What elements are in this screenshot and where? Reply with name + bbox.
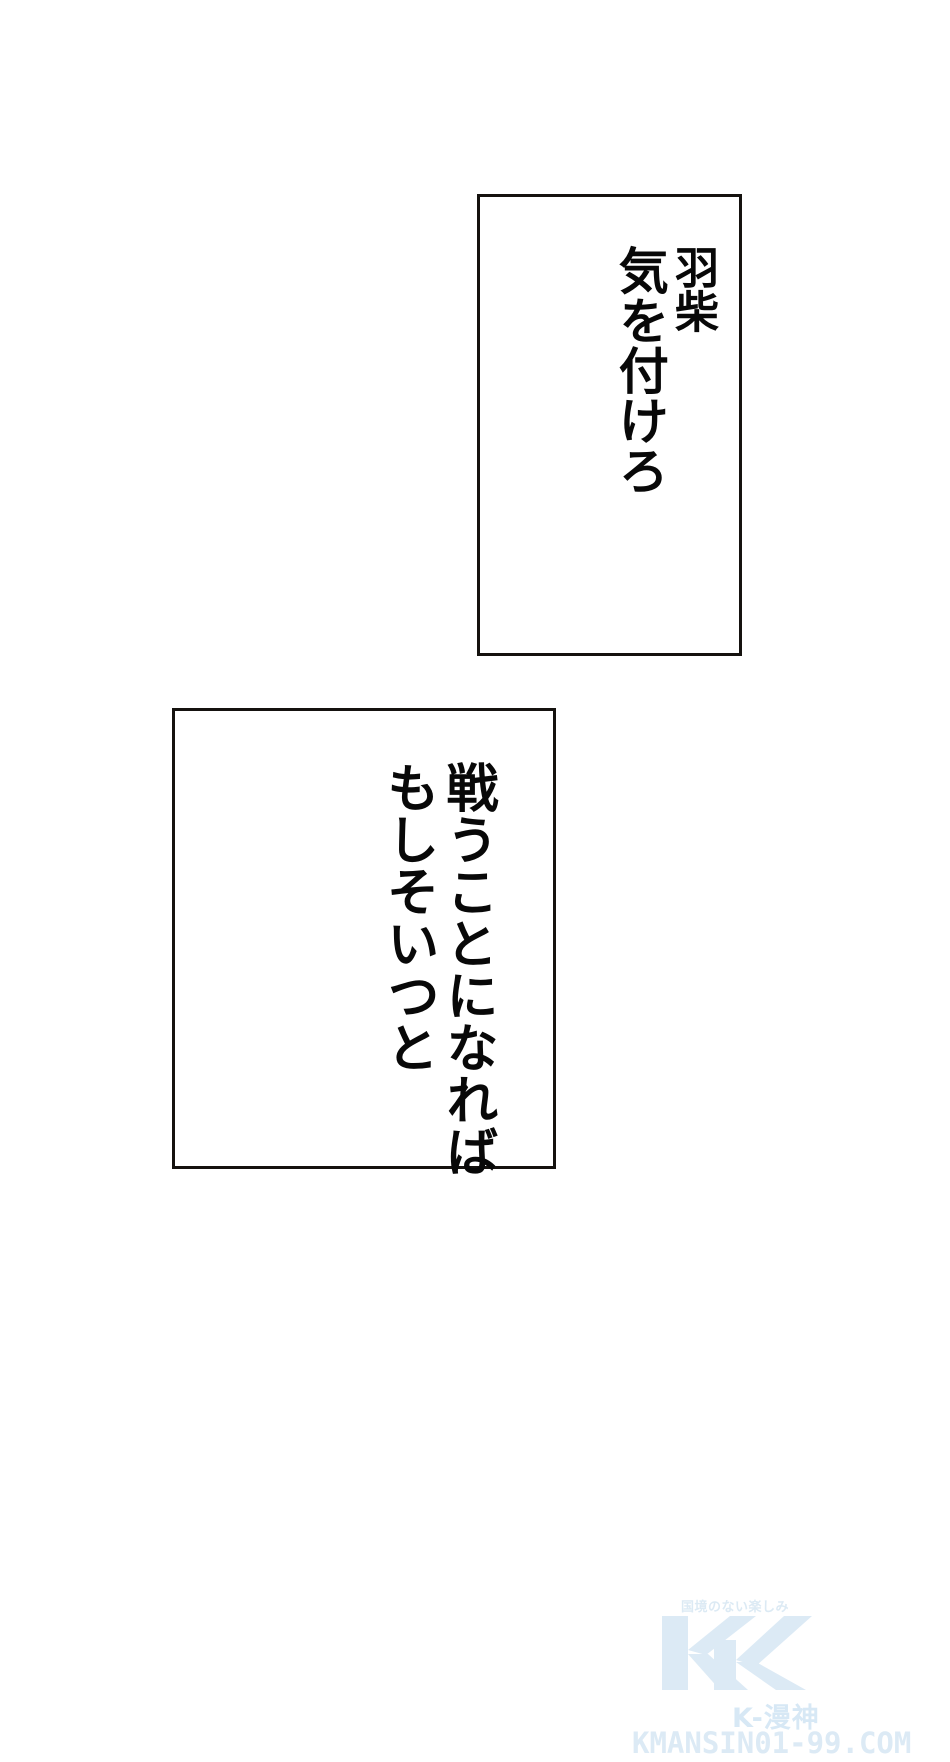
panel-1-dialogue-line-1: 気を付けろ [610,245,669,495]
k-logo-icon [662,1616,812,1690]
comic-panel-2: もしそいつと 戦うことになれば [172,708,556,1177]
watermark-tagline: 国境のない楽しみ [680,1600,789,1615]
panel-2-dialogue-line-2: 戦うことになれば [437,761,497,1177]
watermark-brand: K-漫神 [732,1703,820,1734]
panel-1-dialogue: 気を付けろ 羽柴 [610,245,719,495]
comic-panel-1: 気を付けろ 羽柴 [477,194,742,656]
watermark-url: KMANSIN01-99.COM [632,1726,912,1760]
panel-2-dialogue-line-1: もしそいつと [377,761,438,1073]
panel-1-dialogue-line-2: 羽柴 [667,245,718,333]
site-watermark: 国境のない楽しみ K-漫神 KMANSIN01-99.COM [632,1596,946,1760]
panel-2-dialogue: もしそいつと 戦うことになれば [377,761,498,1177]
